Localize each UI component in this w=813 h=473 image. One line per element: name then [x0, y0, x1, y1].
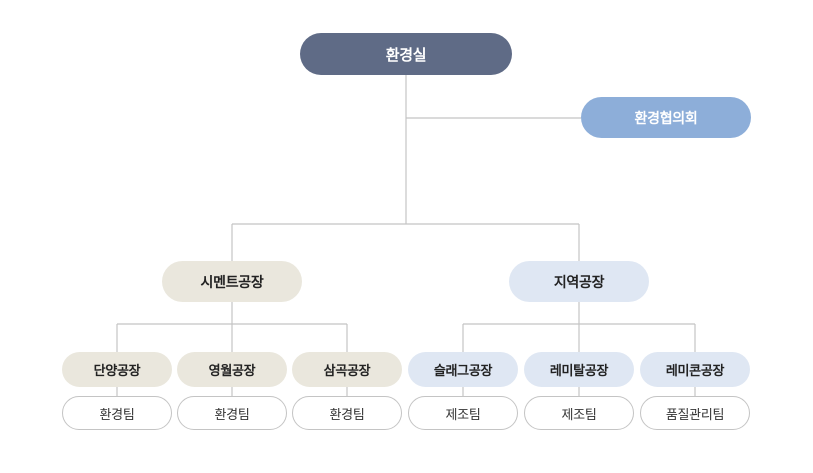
team-label: 품질관리팀: [665, 407, 725, 423]
team-node: 환경팀: [177, 396, 287, 430]
plant-node: 레미탈공장: [524, 352, 634, 387]
team-label: 환경팀: [329, 407, 365, 423]
plant-node: 레미콘공장: [640, 352, 750, 387]
team-node: 품질관리팀: [640, 396, 750, 430]
plant-label: 단양공장: [93, 364, 141, 379]
plant-node: 영월공장: [177, 352, 287, 387]
plant-label: 슬래그공장: [433, 364, 493, 379]
division-node-cement: 시멘트공장: [162, 261, 302, 302]
plant-label: 영월공장: [208, 364, 256, 379]
division-label: 시멘트공장: [200, 274, 264, 291]
plant-node: 슬래그공장: [408, 352, 518, 387]
team-label: 제조팀: [445, 407, 481, 423]
team-node: 제조팀: [524, 396, 634, 430]
plant-node: 삼곡공장: [292, 352, 402, 387]
team-node: 제조팀: [408, 396, 518, 430]
plant-label: 레미탈공장: [549, 364, 609, 379]
council-label: 환경협의회: [634, 110, 698, 127]
team-node: 환경팀: [62, 396, 172, 430]
root-node: 환경실: [300, 33, 512, 75]
team-label: 제조팀: [561, 407, 597, 423]
division-label: 지역공장: [553, 274, 605, 291]
plant-label: 삼곡공장: [323, 364, 371, 379]
team-label: 환경팀: [214, 407, 250, 423]
root-label: 환경실: [385, 45, 427, 64]
plant-node: 단양공장: [62, 352, 172, 387]
team-node: 환경팀: [292, 396, 402, 430]
division-node-regional: 지역공장: [509, 261, 649, 302]
team-label: 환경팀: [99, 407, 135, 423]
council-node: 환경협의회: [581, 97, 751, 138]
plant-label: 레미콘공장: [665, 364, 725, 379]
